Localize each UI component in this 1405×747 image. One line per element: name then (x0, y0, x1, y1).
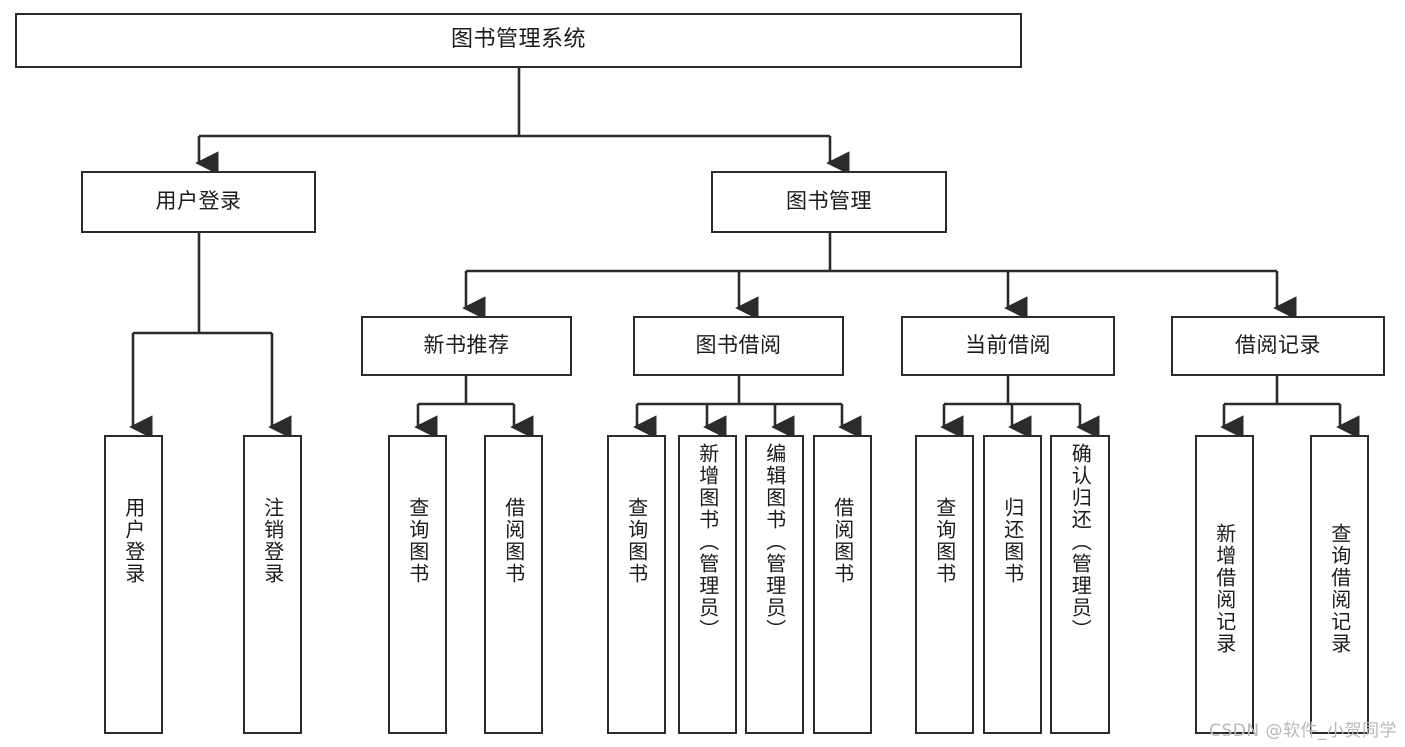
node-book-management-label: 图书管理 (786, 189, 872, 214)
leaf-current-confirm-return-admin[interactable]: 确认归还（管理员） (1050, 435, 1110, 734)
leaf-user-login-logout[interactable]: 注销登录 (243, 435, 302, 734)
node-root-system-label: 图书管理系统 (450, 27, 586, 53)
node-borrow-records-label: 借阅记录 (1235, 333, 1321, 358)
leaf-new-book-borrow-label: 借阅图书 (501, 497, 526, 585)
node-current-borrow[interactable]: 当前借阅 (901, 316, 1115, 376)
leaf-records-query-record[interactable]: 查询借阅记录 (1310, 435, 1369, 734)
leaf-records-add-record-label: 新增借阅记录 (1212, 523, 1237, 655)
node-new-book-recommend[interactable]: 新书推荐 (361, 316, 572, 376)
leaf-current-return-book[interactable]: 归还图书 (983, 435, 1042, 734)
leaf-borrow-query-book-label: 查询图书 (624, 497, 649, 585)
leaf-borrow-query-book[interactable]: 查询图书 (607, 435, 666, 734)
leaf-current-query-book[interactable]: 查询图书 (915, 435, 974, 734)
node-book-borrow-label: 图书借阅 (695, 333, 782, 358)
leaf-current-return-book-label: 归还图书 (1000, 497, 1025, 585)
node-borrow-records[interactable]: 借阅记录 (1171, 316, 1385, 376)
leaf-current-confirm-return-admin-label: 确认归还（管理员） (1068, 443, 1093, 641)
leaf-borrow-edit-book-admin-label: 编辑图书（管理员） (762, 443, 787, 641)
leaf-borrow-edit-book-admin[interactable]: 编辑图书（管理员） (745, 435, 804, 734)
node-user-login[interactable]: 用户登录 (81, 171, 316, 233)
node-user-login-label: 用户登录 (155, 189, 242, 214)
node-new-book-recommend-label: 新书推荐 (423, 333, 510, 358)
csdn-watermark: CSDN @软件_小贺同学 (1209, 721, 1397, 741)
node-current-borrow-label: 当前借阅 (965, 333, 1051, 358)
leaf-user-login-login-label: 用户登录 (121, 497, 146, 585)
leaf-user-login-logout-label: 注销登录 (260, 497, 285, 585)
leaf-borrow-borrow-book[interactable]: 借阅图书 (813, 435, 872, 734)
node-root-system[interactable]: 图书管理系统 (15, 13, 1022, 68)
leaf-borrow-borrow-book-label: 借阅图书 (830, 497, 855, 585)
leaf-user-login-login[interactable]: 用户登录 (104, 435, 163, 734)
leaf-borrow-add-book-admin[interactable]: 新增图书（管理员） (678, 435, 737, 734)
node-book-management[interactable]: 图书管理 (711, 171, 947, 233)
node-book-borrow[interactable]: 图书借阅 (633, 316, 844, 376)
leaf-new-book-query[interactable]: 查询图书 (388, 435, 447, 734)
leaf-new-book-query-label: 查询图书 (405, 497, 430, 585)
leaf-borrow-add-book-admin-label: 新增图书（管理员） (695, 443, 720, 641)
leaf-records-query-record-label: 查询借阅记录 (1327, 523, 1352, 655)
leaf-current-query-book-label: 查询图书 (932, 497, 957, 585)
leaf-new-book-borrow[interactable]: 借阅图书 (484, 435, 543, 734)
leaf-records-add-record[interactable]: 新增借阅记录 (1195, 435, 1254, 734)
